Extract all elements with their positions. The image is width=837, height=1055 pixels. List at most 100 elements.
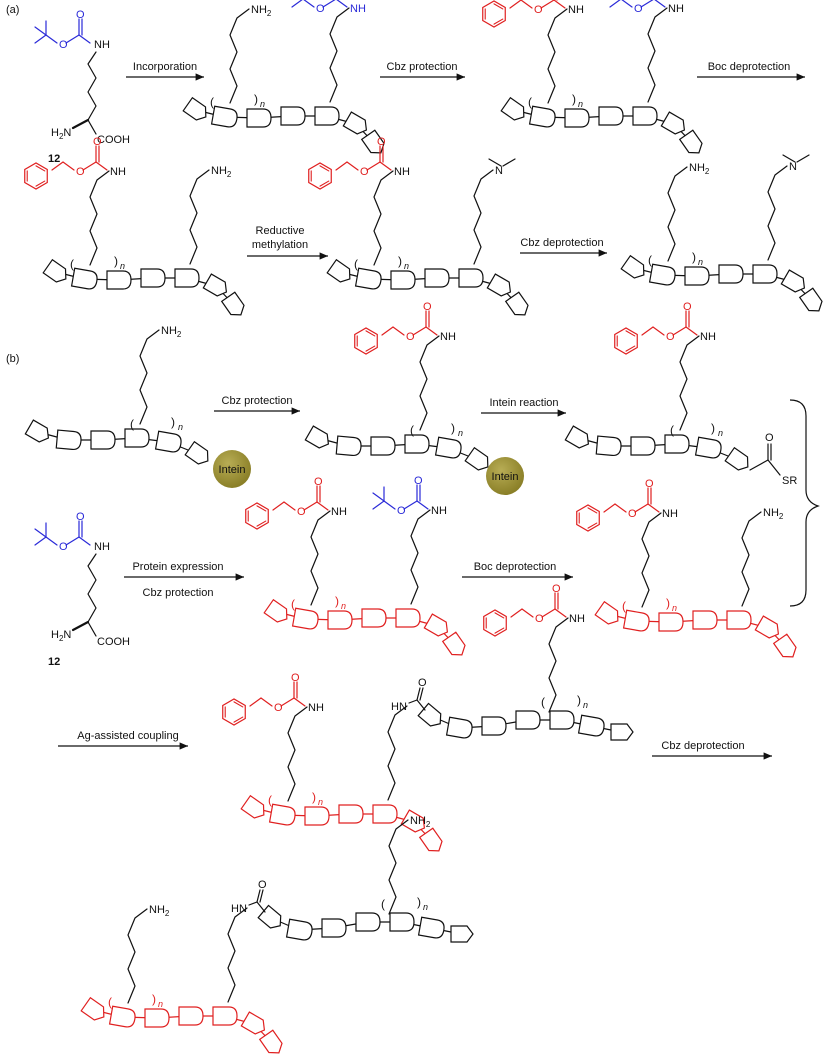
amino-acid-residue (326, 258, 351, 283)
amino-acid-residue (610, 723, 634, 741)
bond (540, 0, 555, 9)
repeat-bracket: ( (268, 793, 272, 807)
benzene-ring (482, 0, 506, 28)
repeat-bracket: ) (114, 254, 118, 268)
amide-hn: HN (231, 903, 247, 915)
amide-nh: NH (394, 166, 410, 178)
repeat-bracket: ) (152, 992, 156, 1006)
panel-label: (b) (6, 353, 19, 365)
repeat-bracket: ( (648, 253, 652, 267)
carbonyl-oxygen: O (377, 136, 386, 148)
carbonyl-oxygen: O (418, 677, 427, 689)
amino-acid-residue (246, 108, 272, 128)
ester-oxygen: O (76, 166, 85, 178)
dimethylamine-n: N (495, 165, 503, 177)
lysine-side-chain (287, 706, 308, 802)
bond (248, 901, 258, 906)
aromatic-bond (319, 180, 330, 187)
amino-acid-residue (372, 804, 398, 824)
amino-acid-residue (212, 1006, 238, 1026)
compound-number: 12 (48, 656, 60, 668)
repeat-bracket: ( (541, 695, 545, 709)
repeat-count: n (404, 261, 409, 271)
repeat-bracket: ( (410, 423, 414, 437)
bond (510, 608, 523, 618)
label-boc-deprotection: Boc deprotection (474, 561, 557, 573)
panel-label: (a) (6, 4, 19, 16)
repeat-bracket: ( (291, 597, 295, 611)
bond (336, 0, 348, 8)
amino-acid-residue (481, 716, 507, 736)
bond (82, 161, 97, 171)
repeat-bracket: ( (670, 423, 674, 437)
aromatic-bond (494, 627, 505, 634)
aromatic-bond (256, 520, 267, 527)
bond (372, 500, 385, 510)
bond (749, 459, 769, 471)
lysine-side-chain (388, 819, 409, 915)
lysine-backbone (87, 553, 97, 623)
bond (509, 0, 522, 9)
aromatic-bond (233, 716, 244, 723)
amino-acid-residue (718, 264, 744, 284)
lysine-side-chain (310, 510, 331, 606)
amino-acid-residue (338, 804, 364, 824)
amino-acid-residue (202, 273, 228, 297)
repeat-count: n (458, 428, 463, 438)
amino-acid-residue (678, 129, 703, 154)
product-a1: ()nNH2NHOO (182, 0, 385, 154)
amino-acid-residue (694, 436, 722, 459)
repeat-bracket: ) (254, 92, 258, 106)
intein-label: Intein (219, 464, 246, 476)
amino-acid-residue (594, 600, 619, 625)
bond (283, 501, 296, 511)
repeat-bracket: ( (108, 995, 112, 1009)
benzene-ring (308, 162, 332, 190)
amino-acid-residue (174, 268, 200, 288)
bond (87, 621, 97, 637)
carbonyl-oxygen: O (552, 583, 561, 595)
amino-acid-residue (263, 598, 288, 623)
amino-acid-residue (321, 918, 347, 938)
lysine-side-chain (667, 166, 688, 262)
amino-acid-residue (504, 291, 529, 316)
repeat-count: n (158, 999, 163, 1009)
carbonyl-oxygen: O (93, 136, 102, 148)
amino-acid-residue (342, 111, 368, 135)
aromatic-bond (365, 345, 376, 352)
amino-acid-residue (268, 803, 296, 826)
lysine-side-chain (89, 170, 110, 266)
bond (45, 34, 58, 44)
amino-acid-residue (355, 912, 381, 932)
amino-acid-residue (648, 263, 676, 286)
lysine-side-chain (419, 335, 440, 431)
lysine-side-chain (329, 7, 350, 103)
bond (796, 154, 810, 163)
ester-oxygen: O (397, 505, 406, 517)
lysine-side-chain (641, 512, 662, 608)
repeat-count: n (318, 797, 323, 807)
bond (34, 26, 47, 36)
amino-acid-residue (240, 1011, 266, 1035)
repeat-bracket: ) (572, 92, 576, 106)
amino-acid-residue (754, 615, 780, 639)
bond (34, 536, 47, 546)
amino-acid-residue (486, 273, 512, 297)
amino-acid-residue (400, 809, 426, 833)
amino-acid-residue (752, 264, 778, 284)
bond (403, 500, 418, 510)
amino-acid-residue (664, 434, 690, 454)
ester-oxygen: O (628, 508, 637, 520)
bond (621, 0, 633, 8)
amino-acid-residue (660, 111, 686, 135)
wedge-bond (71, 620, 90, 632)
bond (78, 536, 91, 546)
amino-acid-residue (441, 631, 466, 656)
amino-acid-residue (772, 633, 797, 658)
lysine-side-chain (741, 511, 762, 607)
amino-acid-residue (500, 96, 525, 121)
lysine-side-chain (410, 509, 431, 605)
